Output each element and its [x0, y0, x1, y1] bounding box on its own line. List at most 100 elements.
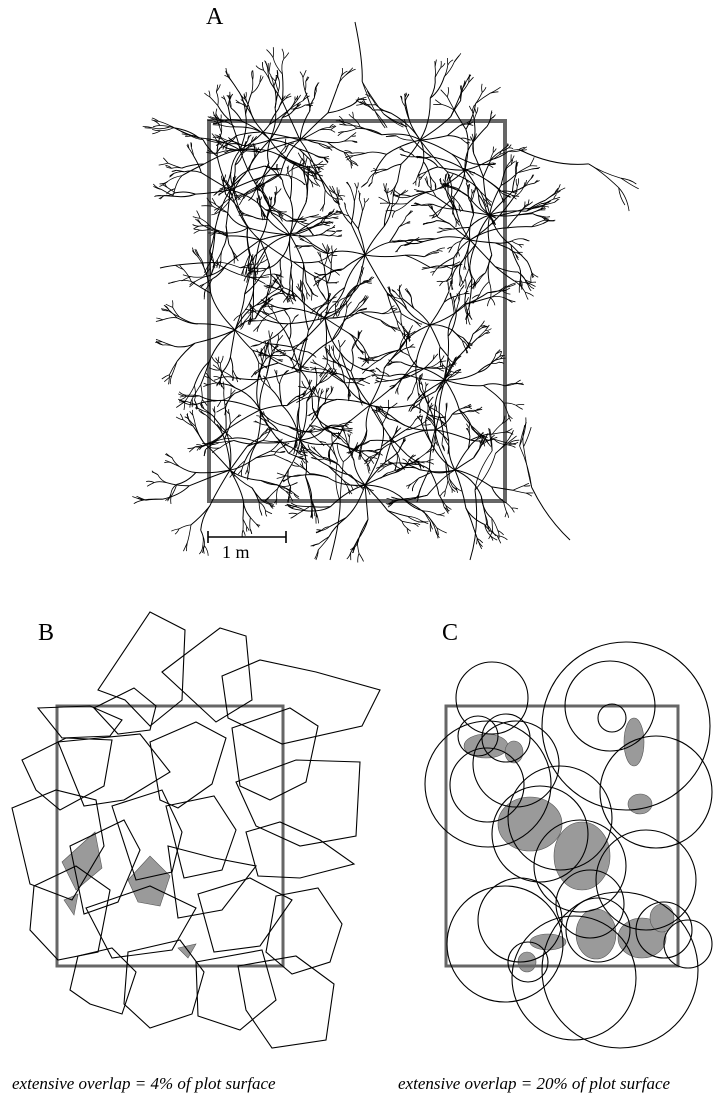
root-segment — [217, 407, 226, 412]
root-segment — [435, 68, 441, 78]
root-segment — [234, 378, 259, 380]
root-segment — [416, 173, 419, 181]
root-segment — [473, 326, 480, 334]
root-segment — [291, 514, 298, 518]
root-segment — [331, 253, 333, 264]
root-segment — [365, 152, 386, 154]
root-segment — [381, 320, 391, 326]
root-segment — [347, 182, 350, 188]
root-segment — [282, 49, 284, 59]
root-segment — [543, 220, 550, 223]
root-segment — [379, 197, 389, 203]
root-segment — [438, 515, 445, 516]
root-segment — [400, 190, 409, 195]
root-segment — [299, 407, 301, 432]
root-segment — [196, 445, 202, 446]
root-segment — [517, 178, 518, 186]
root-segment — [300, 72, 303, 78]
root-segment — [293, 483, 298, 485]
root-segment — [210, 97, 218, 106]
root-segment — [472, 189, 473, 193]
root-segment — [347, 302, 352, 308]
root-segment — [382, 134, 420, 140]
root-segment — [475, 109, 476, 114]
root-segment — [317, 172, 329, 190]
root-segment — [220, 197, 232, 210]
root-segment — [204, 93, 209, 97]
root-segment — [330, 501, 340, 560]
root-segment — [358, 553, 359, 562]
root-segment — [518, 272, 528, 283]
root-segment — [256, 416, 262, 417]
root-segment — [218, 192, 223, 195]
root-segment — [532, 487, 570, 540]
root-segment — [478, 364, 491, 373]
root-segment — [161, 128, 174, 131]
root-segment — [160, 182, 168, 184]
root-segment — [493, 149, 496, 153]
root-segment — [365, 198, 369, 202]
root-segment — [508, 148, 513, 149]
root-segment — [255, 320, 266, 321]
root-segment — [306, 282, 311, 289]
root-segment — [354, 189, 357, 202]
root-segment — [346, 300, 347, 308]
root-segment — [173, 170, 177, 171]
root-segment — [440, 282, 444, 286]
root-segment — [515, 166, 516, 175]
root-segment — [153, 125, 160, 126]
root-segment — [309, 380, 310, 387]
root-segment — [201, 530, 205, 546]
root-segment — [465, 258, 466, 266]
root-segment — [286, 94, 291, 99]
root-segment — [430, 302, 444, 325]
root-segment — [174, 194, 196, 197]
root-segment — [589, 164, 621, 178]
root-segment — [263, 441, 274, 442]
root-segment — [289, 339, 300, 370]
root-segment — [469, 106, 472, 111]
root-segment — [355, 183, 357, 189]
root-segment — [223, 357, 231, 371]
root-segment — [227, 228, 248, 233]
root-segment — [179, 525, 191, 529]
root-segment — [305, 91, 310, 111]
root-segment — [289, 513, 298, 514]
root-segment — [226, 432, 231, 470]
root-segment — [236, 132, 260, 136]
root-segment — [443, 229, 453, 230]
root-segment — [525, 202, 526, 207]
root-segment — [507, 227, 531, 228]
root-segment — [289, 325, 291, 340]
root-segment — [221, 115, 222, 121]
root-segment — [288, 296, 289, 302]
root-segment — [359, 199, 362, 211]
root-segment — [365, 485, 404, 500]
root-segment — [488, 298, 491, 306]
root-segment — [259, 502, 260, 510]
root-segment — [277, 489, 278, 499]
root-segment — [419, 162, 424, 174]
root-segment — [349, 437, 350, 445]
root-segment — [247, 527, 250, 531]
root-segment — [491, 111, 492, 118]
root-segment — [319, 394, 321, 403]
root-segment — [263, 433, 269, 441]
root-segment — [619, 188, 629, 211]
root-segment — [156, 320, 163, 322]
root-segment — [455, 449, 468, 470]
root-segment — [451, 280, 452, 284]
root-segment — [491, 298, 495, 305]
root-segment — [175, 176, 182, 189]
root-segment — [250, 518, 256, 524]
root-segment — [448, 60, 453, 65]
root-segment — [388, 403, 397, 409]
root-segment — [351, 350, 353, 371]
root-segment — [453, 212, 456, 222]
root-segment — [335, 363, 351, 372]
root-segment — [250, 518, 251, 529]
root-segment — [260, 218, 267, 240]
root-segment — [260, 511, 261, 515]
root-segment — [401, 140, 420, 164]
root-segment — [358, 211, 362, 229]
